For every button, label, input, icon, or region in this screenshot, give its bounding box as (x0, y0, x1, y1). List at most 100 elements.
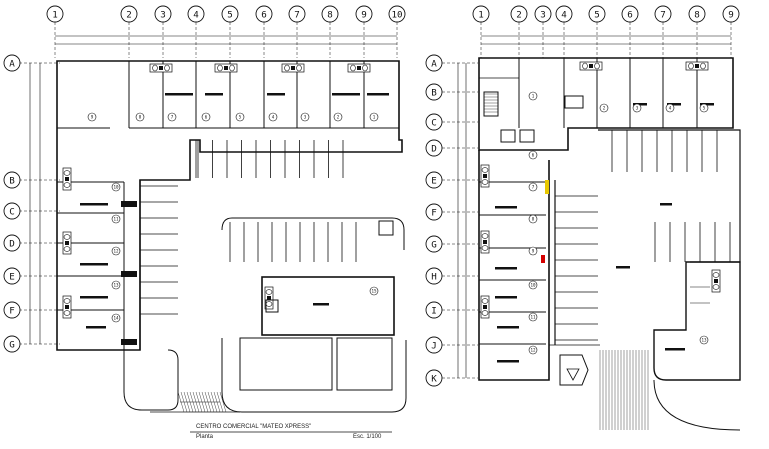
room-tag-circle (528, 246, 538, 256)
counter-bar (165, 93, 193, 96)
grid-bubble-label: F (9, 306, 15, 317)
grid-bubble-label: 9 (361, 10, 367, 21)
room-number-tag: 2 (599, 103, 609, 113)
room-tag-circle (632, 103, 642, 113)
sink-fixture (589, 64, 593, 68)
grid-bubble-label: 5 (227, 10, 233, 21)
parking-boundary (598, 129, 741, 263)
room-number-tag: 15 (369, 286, 379, 296)
room-tag-circle (111, 246, 121, 256)
room-number-tag: 7 (528, 182, 538, 192)
room-tag-label: 11 (113, 217, 119, 222)
toilet-bowl (350, 64, 356, 72)
ramp-hatch (219, 391, 227, 413)
grid-bubble (621, 5, 639, 23)
restroom-fixtures (480, 164, 490, 188)
grid-bubble-column: 5 (221, 5, 239, 23)
kiosk-stair (265, 299, 279, 313)
restroom-fixtures (711, 269, 721, 293)
room-tag-label: 9 (532, 249, 535, 254)
room-tag-label: 13 (113, 283, 119, 288)
room-number-tag: 1 (528, 91, 538, 101)
restroom-fixtures (685, 61, 709, 71)
counter-bar (667, 103, 681, 106)
service-room (519, 129, 535, 143)
grid-bubble (425, 54, 443, 72)
room-number-tag: 11 (528, 312, 538, 322)
grid-bubble-row: J (425, 336, 443, 354)
grid-bubble-label: 10 (391, 10, 402, 21)
counter-bar (80, 296, 108, 299)
grid-bubble-label: 8 (694, 10, 700, 21)
grid-bubble-label: A (9, 59, 15, 70)
grid-bubble (120, 5, 138, 23)
room-tag-label: 6 (205, 115, 208, 120)
room-tag-label: 5 (239, 115, 242, 120)
grid-bubble-label: K (431, 374, 437, 385)
grid-bubble (46, 5, 64, 23)
toilet-bowl (481, 245, 489, 251)
room-number-tag: 14 (111, 313, 121, 323)
grid-bubble-label: I (431, 306, 437, 317)
room-tag-label: 7 (532, 185, 535, 190)
sink-fixture (357, 66, 361, 70)
grid-bubble-column: 8 (688, 5, 706, 23)
grid-bubble-column: 9 (722, 5, 740, 23)
grid-bubble-label: 6 (261, 10, 267, 21)
room-tag-label: 5 (703, 106, 706, 111)
counter-bar (660, 203, 672, 206)
grid-bubble (425, 336, 443, 354)
grid-bubble-label: 2 (516, 10, 522, 21)
accent-marker (545, 180, 549, 194)
counter-bar (616, 266, 630, 269)
room-tag-circle (268, 112, 278, 122)
room-number-tag: 12 (528, 345, 538, 355)
grid-bubble (425, 139, 443, 157)
room-tag-label: 8 (532, 217, 535, 222)
grid-bubble (288, 5, 306, 23)
grid-bubble-label: C (431, 118, 437, 129)
toilet-bowl (152, 64, 158, 72)
toilet-bowl (229, 64, 235, 72)
grid-bubble-column: 3 (154, 5, 172, 23)
grid-bubble-label: F (431, 208, 437, 219)
north-arrow (566, 368, 580, 381)
sink-fixture (695, 64, 699, 68)
room-tag-label: 4 (272, 115, 275, 120)
grid-bubble-label: 8 (327, 10, 333, 21)
grid-bubble (425, 203, 443, 221)
sink-fixture (714, 279, 718, 283)
restroom-fixtures (62, 167, 72, 191)
room-number-tag: 13 (699, 335, 709, 345)
room-number-tag: 10 (111, 182, 121, 192)
counter-bar (665, 348, 685, 351)
sink-fixture (267, 296, 271, 300)
grid-bubble-label: G (431, 240, 437, 251)
grid-bubble-label: 4 (561, 10, 567, 21)
grid-bubble-column: 2 (120, 5, 138, 23)
restroom-fixtures (480, 230, 490, 254)
room-tag-label: 10 (113, 185, 119, 190)
sink-fixture (483, 174, 487, 178)
grid-bubble (472, 5, 490, 23)
grid-bubble (555, 5, 573, 23)
grid-bubble (321, 5, 339, 23)
room-tag-circle (369, 112, 379, 122)
grid-bubble-column: 6 (255, 5, 273, 23)
grid-bubble (255, 5, 273, 23)
toilet-bowl (265, 289, 273, 295)
grid-bubble (388, 5, 406, 23)
room-number-tag: 10 (528, 280, 538, 290)
kiosk-building (261, 276, 395, 336)
grid-bubble-row: B (425, 83, 443, 101)
grid-bubble-label: 5 (594, 10, 600, 21)
grid-bubble-label: 1 (478, 10, 484, 21)
grid-bubble-column: 7 (654, 5, 672, 23)
restroom-fixtures (149, 63, 173, 73)
room-number-tag: 13 (111, 280, 121, 290)
grid-bubble (534, 5, 552, 23)
structural-column (121, 201, 137, 207)
room-tag-label: 1 (373, 115, 376, 120)
room-tag-circle (528, 214, 538, 224)
